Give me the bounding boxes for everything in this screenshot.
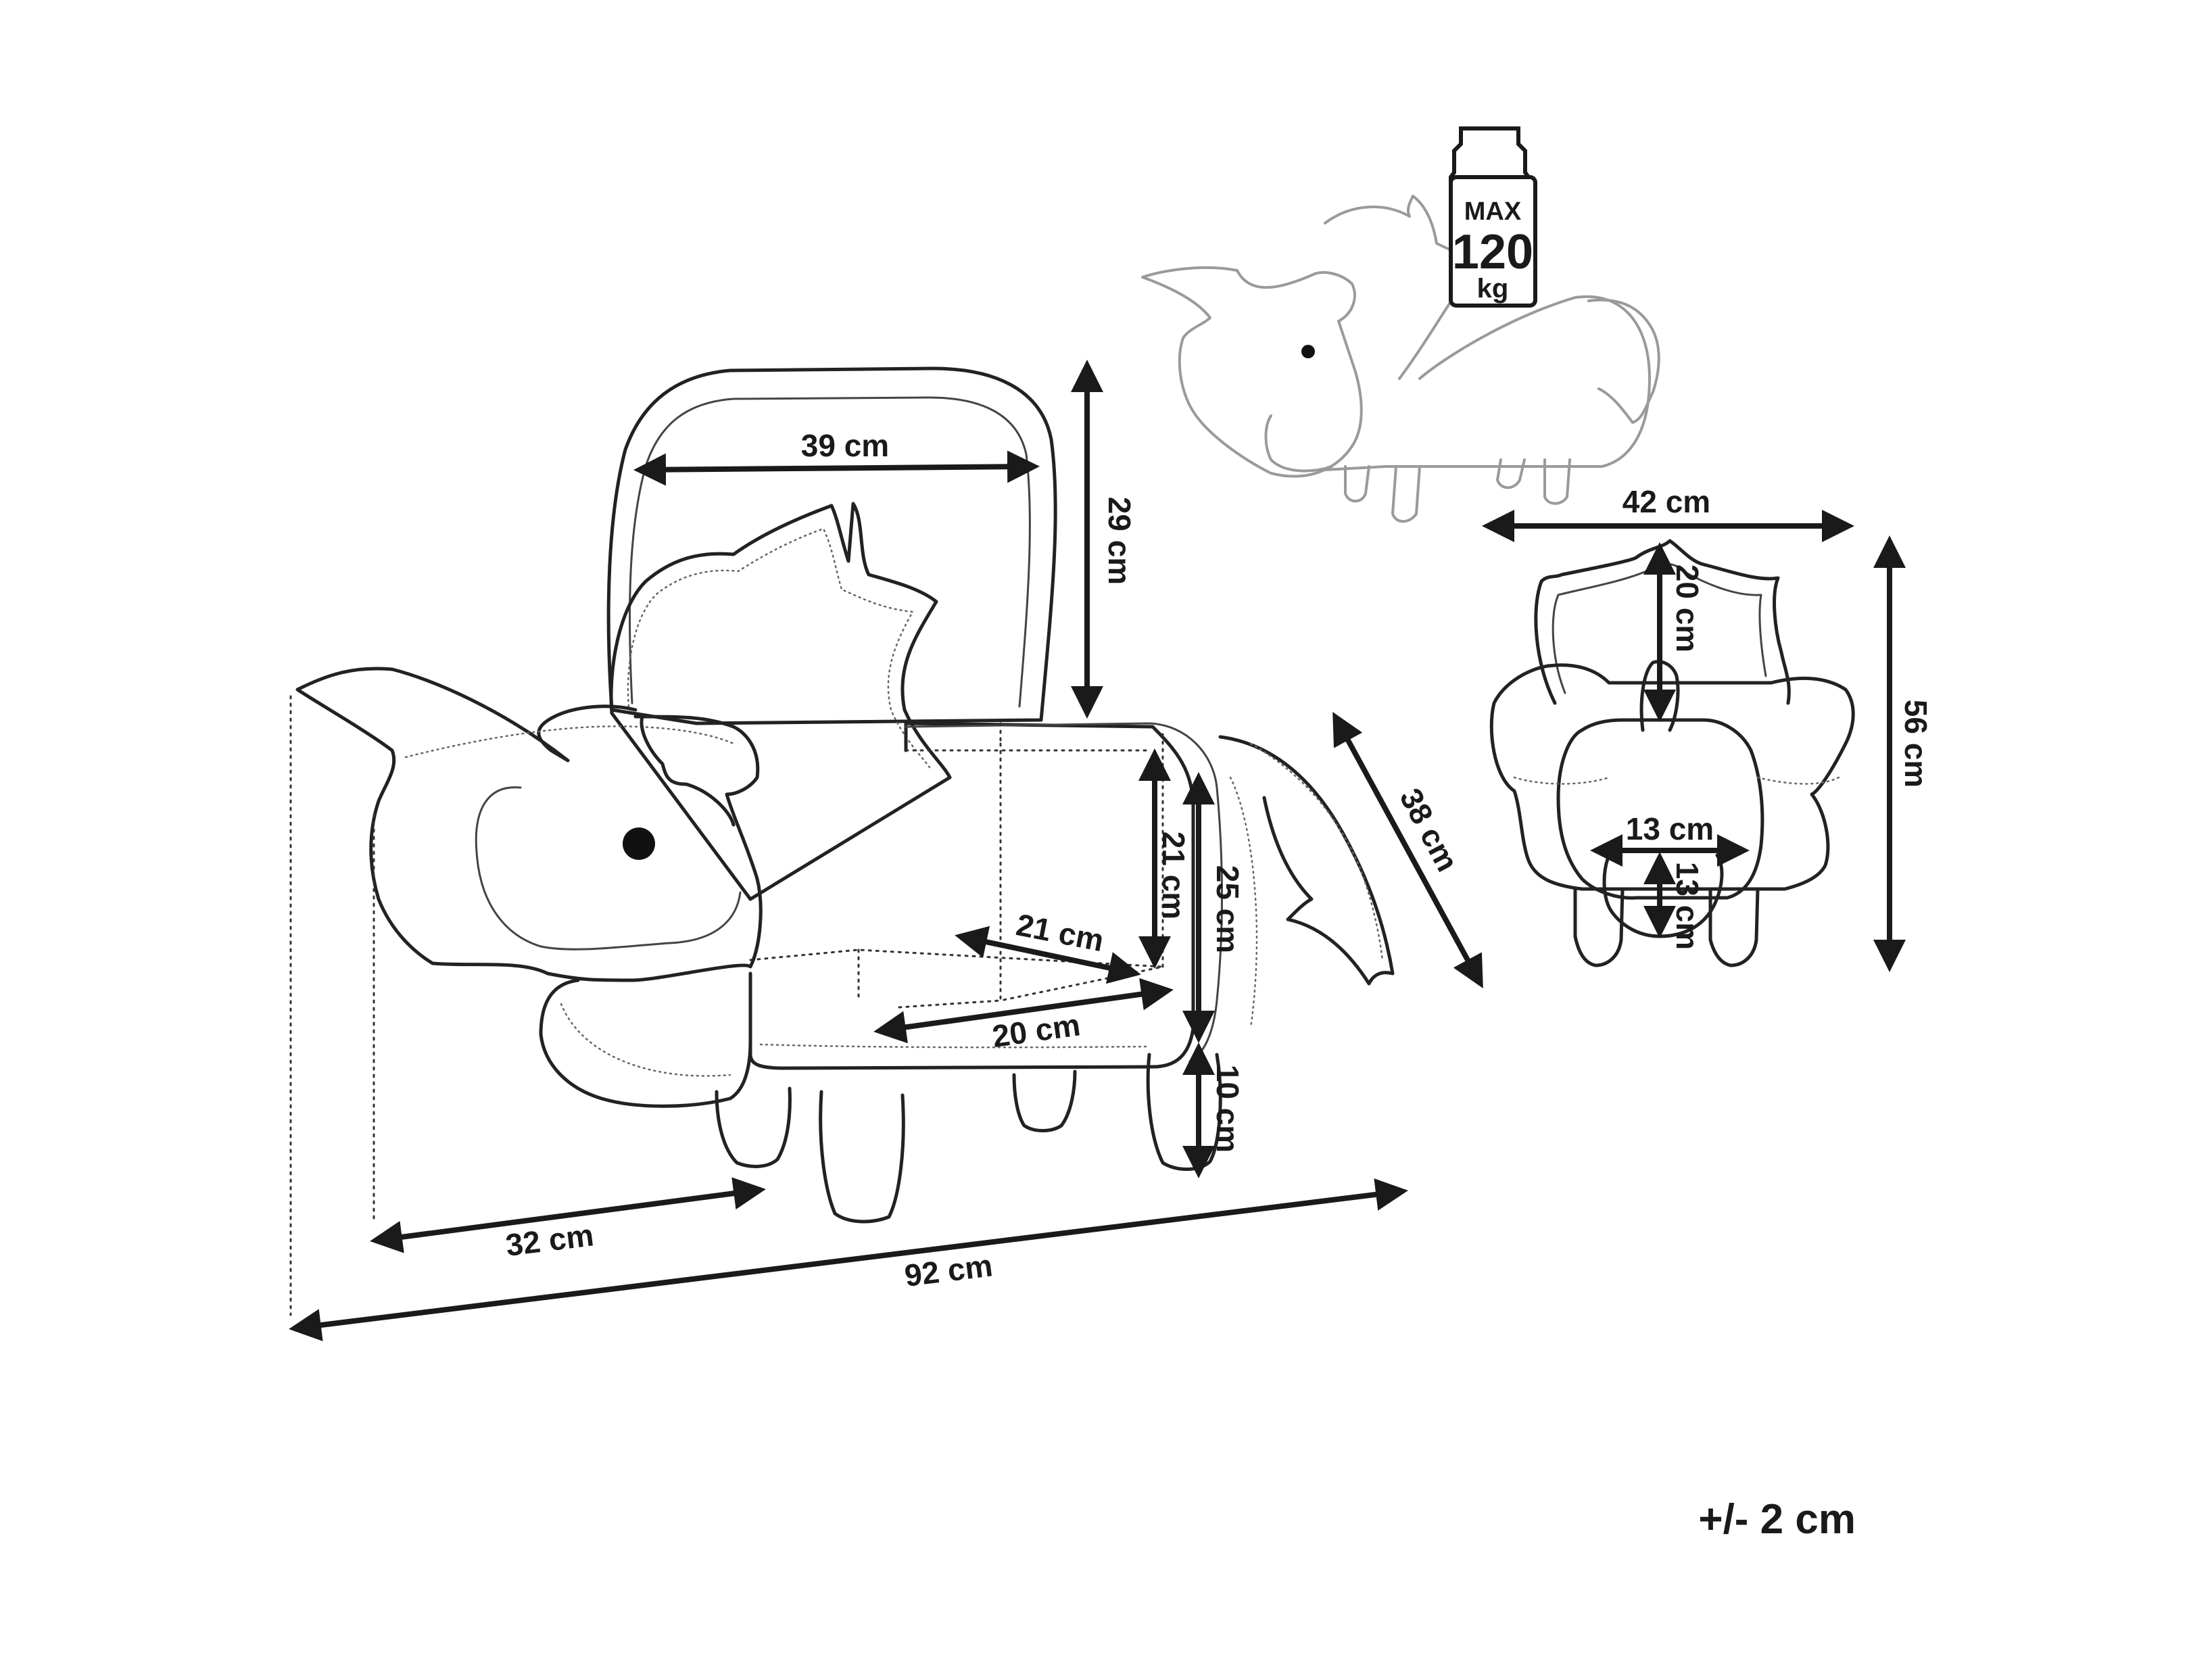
body-seam bbox=[759, 1043, 1151, 1049]
perspective-legs bbox=[1344, 458, 1571, 523]
leg-front-left bbox=[715, 1086, 792, 1168]
arrow-seat-width bbox=[633, 450, 1040, 486]
leg-back-right bbox=[1146, 1053, 1222, 1171]
tail-seam bbox=[1249, 742, 1384, 961]
leg-front-right bbox=[819, 1090, 905, 1224]
open-lid-inner bbox=[629, 396, 1031, 708]
label-leg-height: 10 cm bbox=[1210, 1065, 1245, 1153]
max-weight-icon: MAX 120 kg bbox=[1449, 126, 1537, 308]
perspective-eye bbox=[1301, 345, 1315, 358]
arrow-tail-length bbox=[1332, 711, 1483, 989]
frill-outline bbox=[609, 502, 952, 901]
dimension-arrows bbox=[289, 360, 1906, 1341]
label-total-length: 92 cm bbox=[903, 1247, 994, 1293]
side-view-eye bbox=[623, 827, 655, 860]
head-snout-panel bbox=[475, 786, 742, 951]
perspective-view-illustration bbox=[1141, 195, 1660, 523]
label-total-width: 42 cm bbox=[1622, 484, 1710, 519]
label-frill-height: 20 cm bbox=[1670, 564, 1705, 652]
label-total-height: 56 cm bbox=[1898, 700, 1933, 788]
label-storage-height: 21 cm bbox=[1156, 832, 1191, 919]
head-seam bbox=[404, 725, 735, 759]
perspective-jaw bbox=[1264, 414, 1333, 473]
front-seam bbox=[1513, 776, 1840, 785]
lower-jaw-outline bbox=[539, 978, 752, 1108]
weight-label-max: MAX bbox=[1464, 197, 1522, 226]
perspective-head bbox=[1141, 266, 1363, 478]
tolerance-note: +/- 2 cm bbox=[1698, 1496, 1856, 1543]
front-legs bbox=[1573, 887, 1760, 967]
storage-cavity-lines bbox=[749, 722, 1164, 1009]
label-tail-length: 38 cm bbox=[1393, 783, 1466, 877]
side-view-illustration bbox=[289, 366, 1395, 1316]
perspective-tail bbox=[1587, 298, 1660, 424]
weight-label-unit: kg bbox=[1477, 274, 1509, 304]
arrow-storage-width bbox=[873, 978, 1174, 1044]
dimension-labels: 39 cm 29 cm 21 cm 25 cm 10 cm 21 cm 20 c… bbox=[504, 428, 1933, 1293]
arrow-storage-depth bbox=[955, 925, 1141, 984]
label-backrest-height: 29 cm bbox=[1102, 497, 1137, 585]
label-body-height: 25 cm bbox=[1210, 865, 1245, 953]
nose-horn bbox=[640, 715, 736, 827]
front-head bbox=[1556, 718, 1764, 900]
leg-back-left bbox=[1012, 1069, 1077, 1132]
head-outline bbox=[295, 667, 763, 982]
body-side-seam bbox=[1229, 776, 1258, 1029]
label-seat-width: 39 cm bbox=[801, 428, 889, 463]
weight-label-value: 120 bbox=[1452, 225, 1533, 279]
perspective-frill bbox=[1324, 195, 1462, 380]
label-snout-height: 13 cm bbox=[1670, 862, 1705, 950]
label-snout-width: 13 cm bbox=[1626, 811, 1714, 846]
frill-seam bbox=[627, 527, 931, 769]
arrow-total-length bbox=[289, 1178, 1408, 1341]
open-lid-outline bbox=[606, 366, 1057, 725]
perspective-body bbox=[1324, 295, 1651, 471]
front-body bbox=[1489, 663, 1855, 891]
jaw-seam bbox=[560, 1003, 731, 1077]
